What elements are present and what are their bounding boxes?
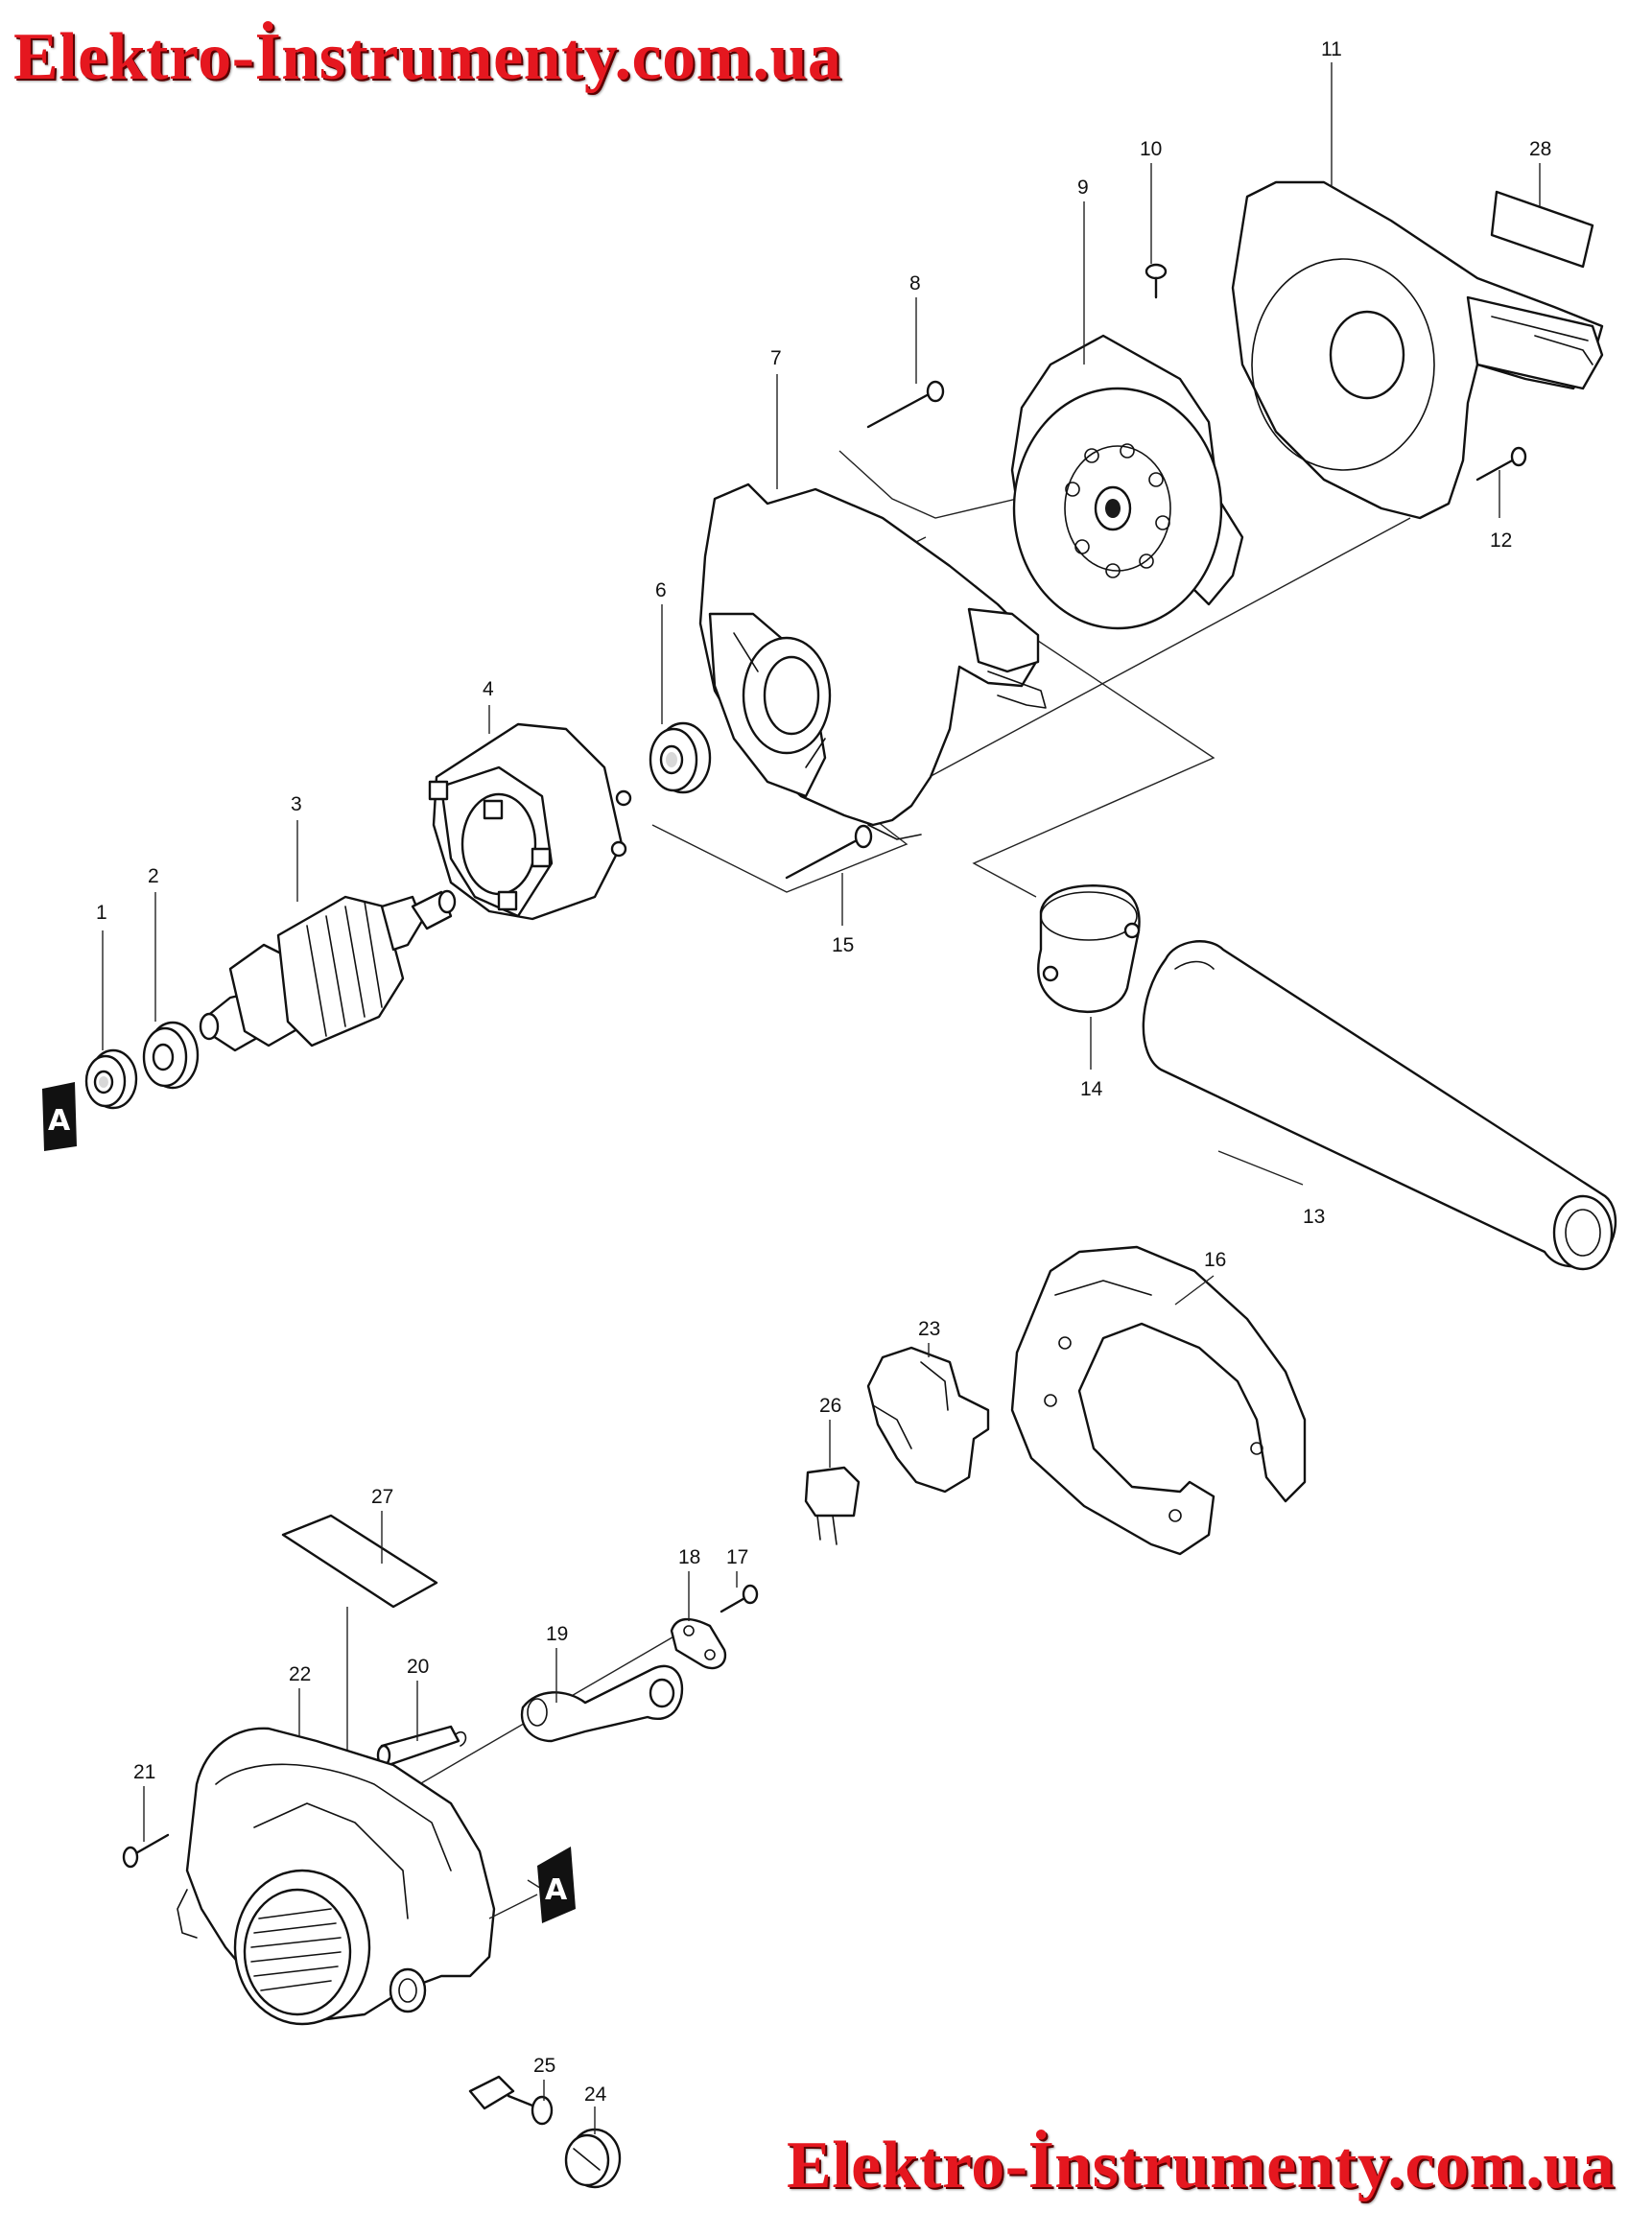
part-number-26: 26 bbox=[819, 1395, 841, 1417]
part-23-switch bbox=[866, 1346, 990, 1494]
part-number-16: 16 bbox=[1204, 1249, 1226, 1271]
part-number-13: 13 bbox=[1303, 1206, 1325, 1228]
part-number-2: 2 bbox=[148, 865, 159, 887]
part-22-motor-housing bbox=[177, 1727, 496, 2026]
part-number-10: 10 bbox=[1140, 138, 1162, 160]
part-number-15: 15 bbox=[832, 934, 854, 956]
part-leader-lines bbox=[102, 62, 1541, 2134]
part-number-14: 14 bbox=[1080, 1078, 1103, 1100]
part-2-washer bbox=[142, 1021, 200, 1090]
marker-a-right: A bbox=[537, 1847, 576, 1923]
part-number-22: 22 bbox=[289, 1663, 311, 1685]
marker-a-left-label: A bbox=[48, 1104, 71, 1138]
part-1-bearing bbox=[84, 1048, 138, 1110]
part-21-screw bbox=[122, 1833, 170, 1869]
part-6-bearing bbox=[649, 721, 712, 794]
part-number-3: 3 bbox=[291, 793, 302, 815]
part-15-screw bbox=[785, 824, 873, 880]
part-17-screw bbox=[720, 1584, 759, 1613]
part-9-fan bbox=[1010, 334, 1244, 630]
part-10-screw bbox=[1145, 263, 1168, 299]
part-25-carbon-brush bbox=[468, 2075, 554, 2126]
part-number-18: 18 bbox=[678, 1546, 700, 1568]
part-number-9: 9 bbox=[1077, 177, 1089, 199]
part-13-nozzle bbox=[1142, 940, 1617, 1271]
part-26-capacitor bbox=[804, 1466, 861, 1545]
marker-a-right-label: A bbox=[545, 1873, 568, 1907]
marker-a-left: A bbox=[42, 1082, 77, 1151]
part-14-ring bbox=[1037, 884, 1141, 1013]
watermark-top: Elektro-İnstrumenty.com.ua bbox=[13, 20, 842, 94]
part-16-handle-half bbox=[1010, 1245, 1307, 1556]
part-24-brush-cap bbox=[564, 2128, 622, 2189]
part-number-12: 12 bbox=[1490, 530, 1512, 552]
part-12-screw bbox=[1475, 446, 1527, 482]
part-number-21: 21 bbox=[133, 1761, 155, 1783]
part-number-25: 25 bbox=[533, 2055, 555, 2077]
part-number-6: 6 bbox=[655, 579, 667, 601]
watermark-bottom: Elektro-İnstrumenty.com.ua bbox=[787, 2129, 1616, 2202]
part-number-28: 28 bbox=[1529, 138, 1551, 160]
part-number-27: 27 bbox=[371, 1486, 393, 1508]
part-19-cord-guard bbox=[520, 1664, 684, 1743]
part-number-1: 1 bbox=[96, 902, 107, 924]
part-number-20: 20 bbox=[407, 1656, 429, 1678]
part-4-field-housing bbox=[428, 722, 632, 921]
part-number-24: 24 bbox=[584, 2083, 607, 2106]
part-3-armature bbox=[199, 889, 457, 1052]
part-number-4: 4 bbox=[483, 678, 494, 700]
part-11-fan-cover bbox=[1231, 180, 1604, 520]
part-number-23: 23 bbox=[918, 1318, 940, 1340]
marker-a-right-lead bbox=[488, 1894, 538, 1919]
part-number-11: 11 bbox=[1321, 38, 1342, 60]
part-27-label bbox=[281, 1514, 438, 1609]
part-28-label bbox=[1490, 190, 1594, 269]
part-8-screw bbox=[866, 380, 945, 429]
part-number-7: 7 bbox=[770, 347, 782, 369]
part-number-8: 8 bbox=[909, 272, 921, 294]
part-20-noise-suppressor bbox=[376, 1725, 467, 1767]
part-18-strain-relief bbox=[670, 1617, 727, 1670]
part-numbers: 1 2 3 4 6 7 8 9 10 11 12 13 14 15 16 17 … bbox=[96, 38, 1551, 2106]
part-7-fan-housing bbox=[698, 483, 1047, 840]
part-number-17: 17 bbox=[726, 1546, 748, 1568]
part-number-19: 19 bbox=[546, 1623, 568, 1645]
